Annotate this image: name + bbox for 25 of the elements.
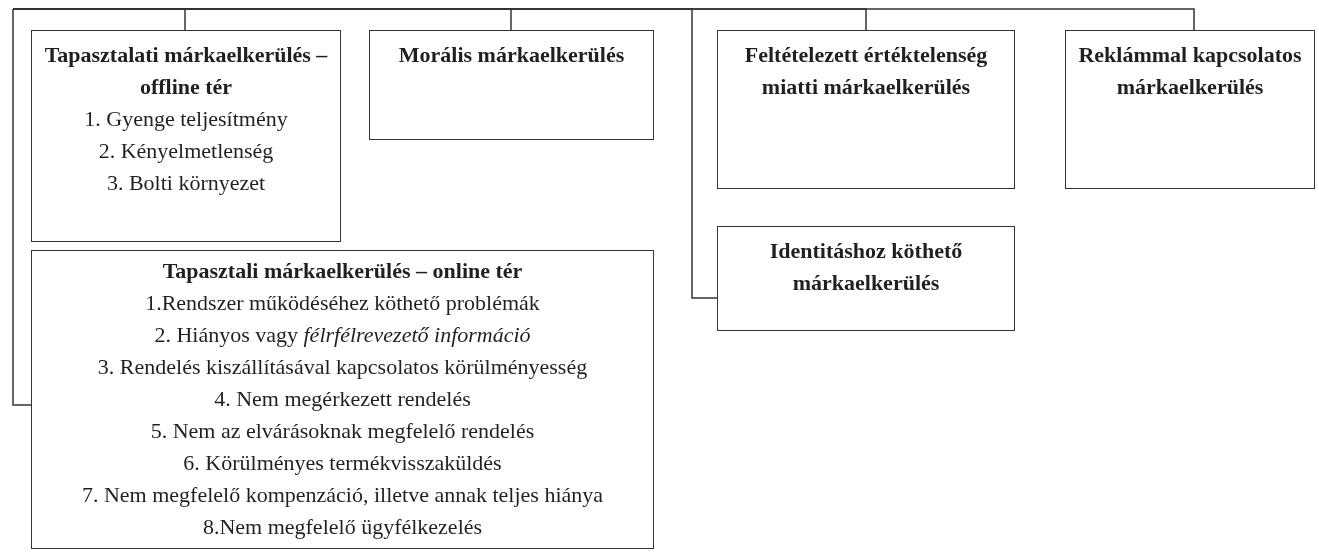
- list-item: 6. Körülményes termékvisszaküldés: [183, 449, 502, 477]
- list-item: 3. Bolti környezet: [106, 169, 266, 197]
- category-box: [717, 226, 1015, 331]
- category-box: [31, 250, 654, 549]
- category-box: [31, 30, 341, 242]
- list-item: 1.Rendszer működéséhez köthető problémák: [145, 289, 540, 317]
- list-item: 2. Kényelmetlenség: [98, 137, 274, 165]
- box-heading: Tapasztalati márkaelkerülés – offline tér: [43, 41, 329, 101]
- box-heading: Reklámmal kapcsolatos márkaelkerülés: [1077, 41, 1303, 101]
- connector-line: [12, 8, 718, 299]
- list-item: 3. Rendelés kiszállításával kapcsolatos körülményesség: [97, 353, 588, 381]
- list-item: 7. Nem megfelelő kompenzáció, illetve annak teljes hiánya: [81, 481, 604, 509]
- box-heading: Identitáshoz köthető márkaelkerülés: [768, 237, 964, 297]
- list-item: 4. Nem megérkezett rendelés: [214, 385, 471, 413]
- category-box: [1065, 30, 1315, 189]
- list-item: 1. Gyenge teljesítmény: [84, 105, 288, 133]
- connector-line: [12, 8, 32, 406]
- box-heading: Feltételezett értéktelenség miatti márkaelkerülés: [743, 41, 989, 101]
- box-heading: Tapasztali márkaelkerülés – online tér: [162, 257, 523, 285]
- list-item: 8.Nem megfelelő ügyfélkezelés: [202, 513, 483, 541]
- list-item: 2. Hiányos vagy félrfélrevezető információ: [154, 321, 531, 349]
- category-box: [717, 30, 1015, 189]
- list-item: 5. Nem az elvárásoknak megfelelő rendelés: [150, 417, 535, 445]
- category-box: [369, 30, 654, 140]
- box-heading: Morális márkaelkerülés: [398, 41, 625, 69]
